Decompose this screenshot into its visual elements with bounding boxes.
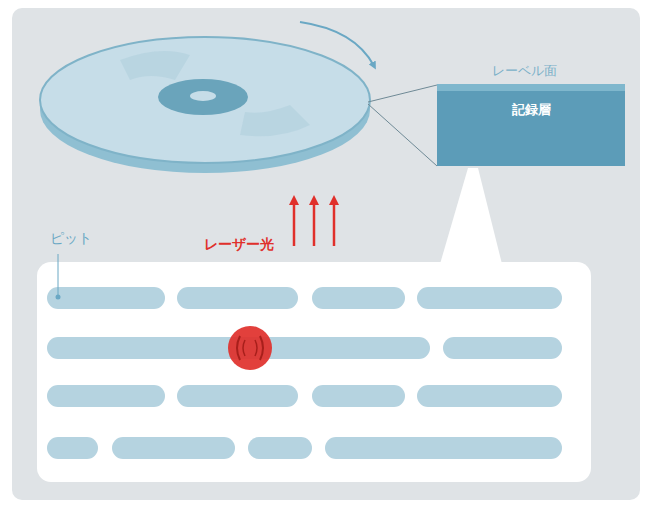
surface-label: レーベル面 (492, 63, 557, 79)
pit (417, 287, 562, 309)
pit (312, 385, 405, 407)
laser-spot (228, 326, 272, 370)
recording-layer-band: 記録層 (437, 91, 625, 129)
laser-arrows (294, 200, 334, 246)
background-panel (12, 8, 640, 500)
pit-label: ピット (50, 230, 92, 247)
zoom-wedge (440, 168, 502, 264)
pit (177, 287, 298, 309)
pit (325, 437, 562, 459)
leader-line (58, 254, 59, 296)
disc (40, 37, 370, 173)
pit (112, 437, 235, 459)
laser-label: レーザー光 (204, 236, 274, 253)
pit (248, 437, 312, 459)
rotation-arrow (300, 22, 374, 66)
zoom-line (368, 104, 437, 166)
leader-dot (56, 295, 61, 300)
pit (47, 287, 165, 309)
layer-name: 記録層 (512, 101, 551, 119)
pit-rows (47, 287, 562, 459)
zoom-line (368, 85, 437, 102)
label-surface-band (437, 84, 625, 91)
pit (312, 287, 405, 309)
pit (47, 385, 165, 407)
zoom-panel (37, 262, 591, 482)
substrate-band (437, 129, 625, 166)
pit (47, 437, 98, 459)
pit (177, 385, 298, 407)
pit (417, 385, 562, 407)
pit (443, 337, 562, 359)
